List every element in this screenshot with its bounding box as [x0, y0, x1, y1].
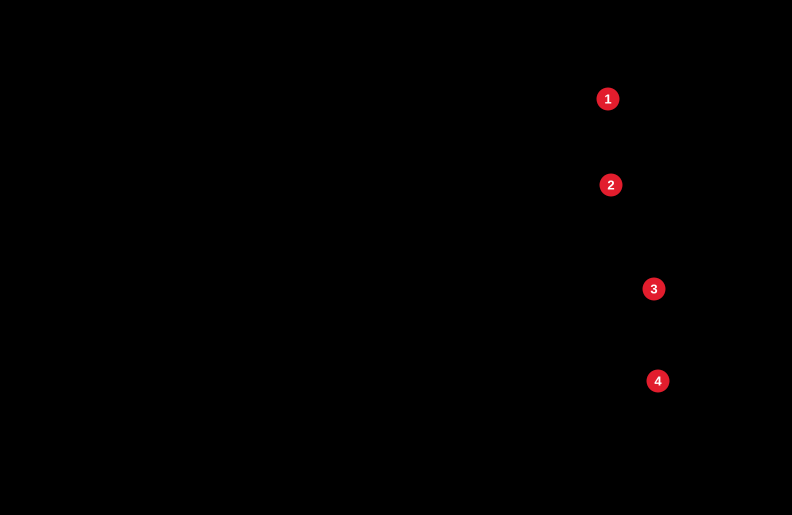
annotation-marker-1-label: 1 — [604, 91, 612, 107]
annotation-marker-4-label: 4 — [654, 373, 662, 389]
annotation-marker-2: 2 — [599, 173, 623, 197]
annotation-marker-3: 3 — [642, 277, 666, 301]
annotation-marker-1: 1 — [596, 87, 620, 111]
annotation-marker-3-label: 3 — [650, 281, 658, 297]
annotation-marker-2-label: 2 — [607, 177, 615, 193]
annotation-marker-4: 4 — [646, 369, 670, 393]
